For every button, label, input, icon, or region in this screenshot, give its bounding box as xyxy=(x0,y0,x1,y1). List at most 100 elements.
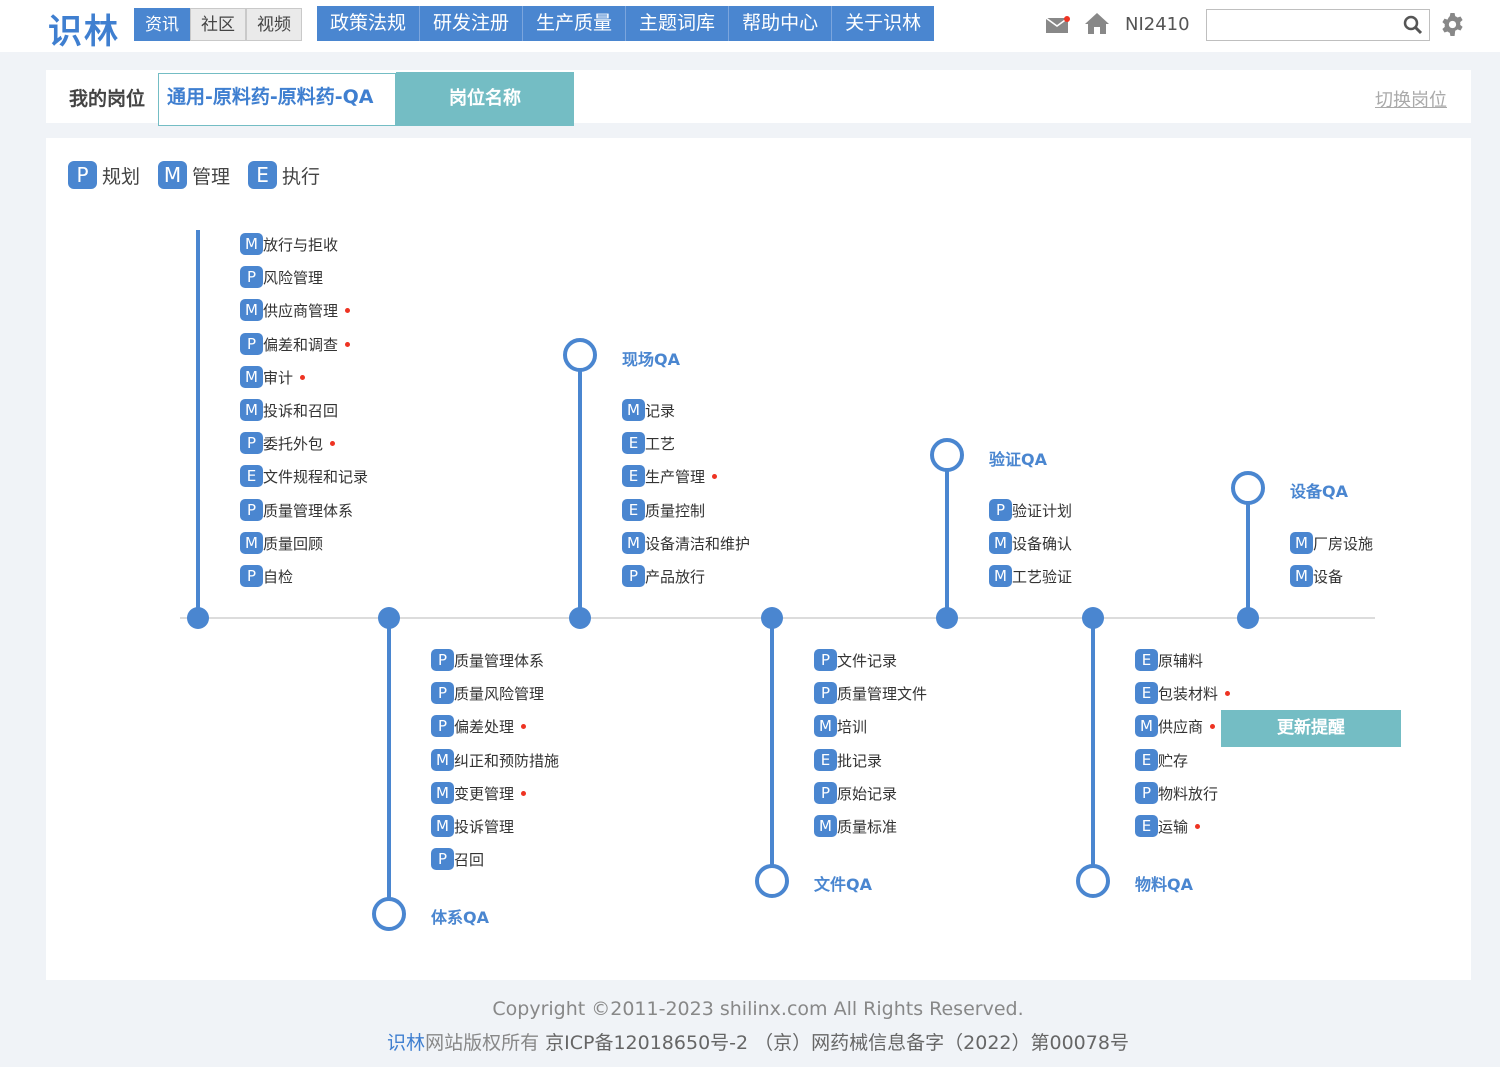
topic-item-label[interactable]: 质量回顾 xyxy=(263,534,324,553)
nav-policy[interactable]: 政策法规 xyxy=(317,6,421,41)
topic-item-label[interactable]: 原始记录 xyxy=(837,784,898,803)
topic-item-label[interactable]: 运输 xyxy=(1158,817,1189,836)
gear-icon[interactable] xyxy=(1440,12,1465,37)
topic-item-label[interactable]: 召回 xyxy=(454,850,485,869)
nav-rd[interactable]: 研发注册 xyxy=(420,6,524,41)
topic-item-label[interactable]: 文件记录 xyxy=(837,651,898,670)
nav-production[interactable]: 生产质量 xyxy=(523,6,627,41)
topic-item-label[interactable]: 自检 xyxy=(263,567,294,586)
topic-item-label[interactable]: 文件规程和记录 xyxy=(263,467,369,486)
home-icon[interactable] xyxy=(1084,11,1110,35)
topic-item-label[interactable]: 投诉和召回 xyxy=(263,401,339,420)
group-title-validation-qa[interactable]: 验证QA xyxy=(989,450,1047,469)
topic-item-label[interactable]: 供应商管理 xyxy=(263,301,339,320)
nav-about[interactable]: 关于识林 xyxy=(845,12,922,34)
group-title-equipment-qa[interactable]: 设备QA xyxy=(1290,482,1348,501)
topic-item-label[interactable]: 工艺 xyxy=(645,434,676,453)
group-title-system-qa[interactable]: 体系QA xyxy=(431,908,489,927)
group-title-document-qa[interactable]: 文件QA xyxy=(814,875,872,894)
topic-item-label[interactable]: 质量风险管理 xyxy=(454,684,545,703)
topic-item-label[interactable]: 原辅料 xyxy=(1158,651,1204,670)
topic-item-label[interactable]: 物料放行 xyxy=(1158,784,1219,803)
topic-item-label[interactable]: 供应商 xyxy=(1158,717,1204,736)
topic-item-label[interactable]: 偏差处理 xyxy=(454,717,515,736)
footer-icp[interactable]: 京ICP备12018650号-2 （京）网药械信息备字（2022）第00078号 xyxy=(545,1032,1129,1054)
topic-item-label[interactable]: 委托外包 xyxy=(263,434,324,453)
topic-item-label[interactable]: 偏差和调查 xyxy=(263,335,339,354)
username[interactable]: NI2410 xyxy=(1125,14,1190,35)
search-icon[interactable] xyxy=(1403,15,1423,35)
update-reminder-tag[interactable]: 更新提醒 xyxy=(1221,710,1401,747)
topic-item-label[interactable]: 生产管理 xyxy=(645,467,706,486)
nav-topics[interactable]: 主题词库 xyxy=(626,6,730,41)
topic-item-label[interactable]: 质量管理体系 xyxy=(454,651,545,670)
topic-item-label[interactable]: 投诉管理 xyxy=(454,817,515,836)
nav-help[interactable]: 帮助中心 xyxy=(729,6,833,41)
topic-item-label[interactable]: 变更管理 xyxy=(454,784,515,803)
switch-job-link[interactable]: 切换岗位 xyxy=(1375,90,1447,111)
group-title-material-qa[interactable]: 物料QA xyxy=(1135,875,1193,894)
job-value[interactable]: 通用-原料药-原料药-QA xyxy=(158,73,396,126)
subnav-community[interactable]: 社区 xyxy=(190,8,246,41)
search-input[interactable] xyxy=(1206,9,1430,41)
topic-item-label[interactable]: 厂房设施 xyxy=(1313,534,1374,553)
topic-item-label[interactable]: 纠正和预防措施 xyxy=(454,751,560,770)
topic-item-label[interactable]: 工艺验证 xyxy=(1012,567,1073,586)
topic-item-label[interactable]: 风险管理 xyxy=(263,268,324,287)
subnav-news[interactable]: 资讯 xyxy=(134,8,190,41)
group-title-site-qa[interactable]: 现场QA xyxy=(622,350,680,369)
topic-item-label[interactable]: 验证计划 xyxy=(1012,501,1073,520)
topic-item-label[interactable]: 质量标准 xyxy=(837,817,898,836)
topic-item-label[interactable]: 培训 xyxy=(837,717,868,736)
topic-item-label[interactable]: 批记录 xyxy=(837,751,883,770)
site-logo[interactable]: 识林 xyxy=(48,12,120,52)
topic-item-label[interactable]: 产品放行 xyxy=(645,567,706,586)
topic-item-label[interactable]: 记录 xyxy=(645,401,676,420)
topic-item-label[interactable]: 包装材料 xyxy=(1158,684,1219,703)
subnav-video[interactable]: 视频 xyxy=(246,8,302,41)
topic-item-label[interactable]: 设备 xyxy=(1313,567,1344,586)
topic-item-label[interactable]: 质量管理文件 xyxy=(837,684,928,703)
topic-item-label[interactable]: 质量控制 xyxy=(645,501,706,520)
footer-brand-link[interactable]: 识林 xyxy=(387,1032,426,1054)
mail-icon[interactable] xyxy=(1046,16,1070,33)
